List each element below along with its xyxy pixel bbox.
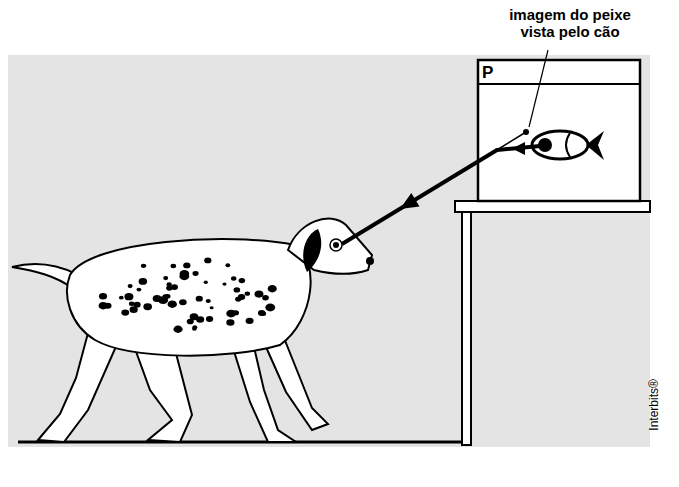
callout-label: imagem do peixe vista pelo cão — [495, 6, 645, 41]
leader-line — [529, 50, 548, 127]
dog-pupil — [333, 242, 339, 248]
dog-spot — [239, 278, 246, 283]
ray-arrowhead — [400, 193, 420, 209]
dog-spot — [168, 300, 177, 307]
dog-spot — [268, 285, 277, 292]
dog-spot — [245, 292, 250, 296]
dog-nose — [366, 257, 374, 265]
fish-eye — [538, 138, 552, 152]
dog-spot — [121, 309, 129, 315]
dog-spot — [254, 290, 263, 297]
table-top — [455, 201, 650, 212]
dog-body — [67, 239, 311, 356]
dog-spot — [234, 287, 241, 292]
dog-spot — [206, 299, 211, 303]
dog-spot — [143, 303, 152, 310]
dog-spot — [124, 293, 133, 300]
point-label: P — [482, 63, 493, 83]
table-leg — [462, 212, 471, 445]
dog-spot — [190, 313, 199, 320]
dog-spot — [226, 319, 234, 326]
floor-line — [18, 441, 462, 444]
dog-spot — [206, 316, 213, 322]
fish-body — [532, 131, 588, 159]
dog-spot — [179, 299, 187, 305]
dog-spot — [99, 302, 108, 309]
water-line — [478, 83, 640, 85]
dog-spots — [99, 258, 277, 333]
background-panel — [8, 55, 650, 447]
dog-spot — [238, 294, 246, 300]
dog-spot — [196, 296, 203, 302]
dog-head — [288, 218, 372, 273]
ray-arrowhead — [512, 142, 525, 155]
dog-spot — [166, 286, 172, 291]
fish-image-point — [523, 129, 529, 135]
dog-spot — [180, 270, 190, 278]
dog-spot — [192, 327, 197, 331]
dog-spot — [231, 276, 236, 280]
dog-spot — [99, 293, 107, 299]
dog-spot — [130, 306, 138, 313]
dog-spot — [204, 281, 208, 284]
watermark: Interbits® — [648, 379, 662, 431]
dog-spot — [246, 318, 254, 324]
dog-spot — [128, 284, 133, 288]
dog-spot — [141, 264, 146, 268]
dog-spot — [170, 264, 176, 268]
dog-spot — [162, 294, 168, 299]
dog-ear — [303, 229, 321, 272]
dog-spot — [261, 311, 266, 315]
dog-spot — [225, 263, 230, 267]
dog-spot — [173, 326, 182, 333]
dog-spot — [233, 310, 239, 315]
dog-spot — [193, 271, 199, 276]
dog-spot — [136, 288, 141, 292]
dog-spot — [262, 295, 269, 300]
dog-spot — [265, 304, 275, 312]
dog-spot — [163, 276, 168, 280]
dog-spot — [153, 295, 162, 302]
dog-spot — [222, 282, 226, 285]
aquarium — [478, 60, 640, 201]
dog-spot — [258, 310, 266, 316]
dog-spot — [210, 306, 214, 309]
fish-gill — [566, 133, 570, 157]
dog-spot — [183, 262, 190, 268]
dog-spot — [119, 296, 124, 300]
dog-spot — [204, 258, 211, 264]
dog-spot — [139, 278, 148, 285]
dog-eye — [330, 239, 342, 251]
light-ray — [342, 146, 540, 244]
